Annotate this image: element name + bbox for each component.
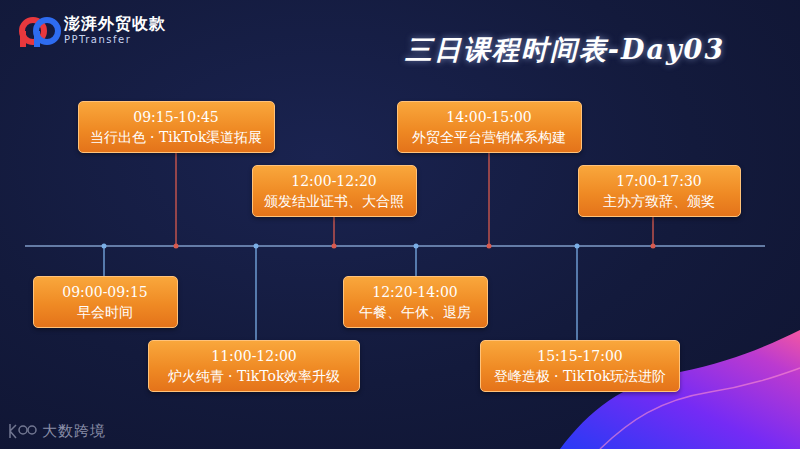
- leader-line: [415, 246, 416, 276]
- timeline-dot: [414, 244, 419, 249]
- schedule-box: 17:00-17:30主办方致辞、颁奖: [578, 165, 741, 217]
- time-range: 12:00-12:20: [291, 171, 376, 191]
- timeline-dot: [174, 244, 179, 249]
- session-title: 当行出色 · TikTok渠道拓展: [90, 127, 263, 147]
- watermark-icon: [10, 424, 36, 438]
- logo-name: 澎湃外贸收款: [64, 14, 166, 33]
- schedule-box: 12:20-14:00午餐、午休、退房: [343, 276, 488, 328]
- time-range: 09:15-10:45: [133, 107, 218, 127]
- time-range: 15:15-17:00: [537, 346, 622, 366]
- session-title: 午餐、午休、退房: [359, 302, 471, 322]
- session-title: 炉火纯青 · TikTok效率升级: [168, 366, 341, 386]
- leader-line: [576, 246, 577, 340]
- timeline-dot: [651, 244, 656, 249]
- timeline-dot: [575, 244, 580, 249]
- timeline-dot: [332, 244, 337, 249]
- leader-line: [333, 217, 334, 246]
- session-title: 登峰造极 · TikTok玩法进阶: [494, 366, 667, 386]
- leader-line: [488, 153, 489, 246]
- schedule-box: 09:00-09:15早会时间: [33, 276, 178, 328]
- timeline-dot: [254, 244, 259, 249]
- time-range: 09:00-09:15: [62, 282, 147, 302]
- schedule-box: 14:00-15:00外贸全平台营销体系构建: [397, 101, 582, 153]
- leader-line: [652, 217, 653, 246]
- logo-icon: [20, 20, 58, 47]
- session-title: 颁发结业证书、大合照: [264, 191, 404, 211]
- timeline-dot: [102, 244, 107, 249]
- time-range: 12:20-14:00: [372, 282, 457, 302]
- timeline-dot: [487, 244, 492, 249]
- schedule-box: 09:15-10:45当行出色 · TikTok渠道拓展: [78, 101, 275, 153]
- session-title: 主办方致辞、颁奖: [603, 191, 715, 211]
- leader-line: [255, 246, 256, 340]
- time-range: 17:00-17:30: [616, 171, 701, 191]
- schedule-box: 12:00-12:20颁发结业证书、大合照: [252, 165, 417, 217]
- watermark: 大数跨境: [42, 422, 106, 440]
- session-title: 外贸全平台营销体系构建: [412, 127, 566, 147]
- leader-line: [103, 246, 104, 276]
- slide-title: 三日课程时间表-Day03: [405, 32, 725, 68]
- schedule-box: 15:15-17:00登峰造极 · TikTok玩法进阶: [480, 340, 680, 392]
- time-range: 11:00-12:00: [211, 346, 296, 366]
- session-title: 早会时间: [77, 302, 133, 322]
- schedule-box: 11:00-12:00炉火纯青 · TikTok效率升级: [148, 340, 360, 392]
- logo-subtitle: PPTransfer: [64, 34, 131, 46]
- leader-line: [175, 153, 176, 246]
- time-range: 14:00-15:00: [446, 107, 531, 127]
